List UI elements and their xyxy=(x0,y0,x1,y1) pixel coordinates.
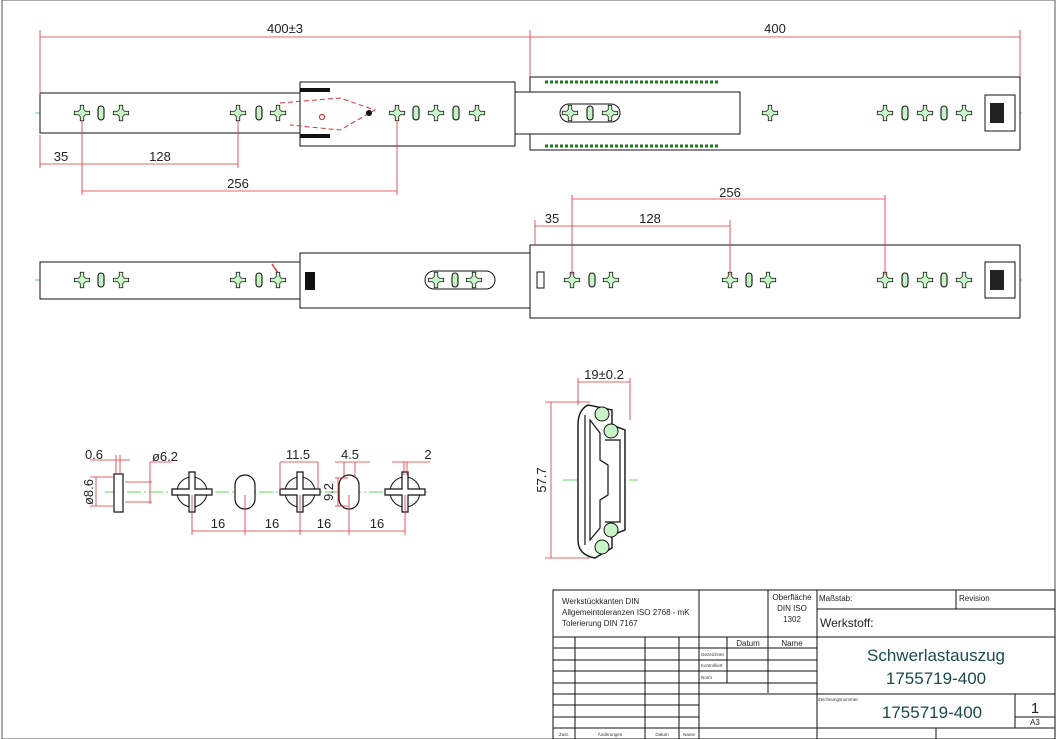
dim-400: 400 xyxy=(764,21,786,36)
slot-hole-icon xyxy=(97,105,105,121)
latch-lever-hidden xyxy=(279,97,377,131)
footer-name: Name xyxy=(683,732,696,737)
footer-changes: Änderungen xyxy=(598,731,623,737)
side-view-retracted: 35 128 256 xyxy=(35,185,1025,319)
dim-slot-width: 4.5 xyxy=(341,447,359,462)
dim-height: 57.7 xyxy=(534,467,549,492)
dim-128: 128 xyxy=(149,149,171,164)
material-label: Werkstoff: xyxy=(820,616,874,630)
revision-label: Revision xyxy=(959,594,990,603)
drawing-title-number: 1755719-400 xyxy=(886,669,986,688)
slot-hole-icon xyxy=(940,272,948,288)
sheet-number: 1 xyxy=(1031,700,1039,717)
datum-header: Datum xyxy=(736,639,760,648)
name-header: Name xyxy=(781,639,803,648)
note-tolerancing: Tolerierung DIN 7167 xyxy=(562,619,638,628)
footer-date: Datum xyxy=(655,732,669,737)
slot-hole-icon xyxy=(745,272,753,288)
dim-pitch: 16 xyxy=(211,516,225,531)
drawing-number: 1755719-400 xyxy=(882,703,982,722)
note-tolerances: Allgemeintoleranzen ISO 2768 - mK xyxy=(562,608,690,617)
slot-hole-icon xyxy=(940,105,948,121)
drawing-title: Schwerlastauszug xyxy=(867,646,1005,665)
footer-state: Zust. xyxy=(559,732,569,737)
drawing-number-label: Zeichnungsnummer: xyxy=(818,697,859,702)
slot-hole-icon xyxy=(451,272,459,288)
slot-hole-icon xyxy=(901,105,909,121)
slot-hole-icon xyxy=(412,105,420,121)
slot-hole-icon xyxy=(588,272,596,288)
dim-slot-height: 9.2 xyxy=(321,483,336,501)
dim-256: 256 xyxy=(227,176,249,191)
hole-detail: 0.6 ø6.2 ø8.6 11.5 4.5 2 9.2 16 16 16 16 xyxy=(81,447,432,535)
title-block: Werkstückkanten DIN Allgemeintoleranzen … xyxy=(552,589,1056,739)
dim-35-lower: 35 xyxy=(545,211,559,226)
section-view: 19±0.2 57.7 xyxy=(534,367,638,559)
dim-arm: 2 xyxy=(424,447,431,462)
slot-hole-icon xyxy=(901,272,909,288)
dim-128-lower: 128 xyxy=(639,211,661,226)
dim-width: 19±0.2 xyxy=(584,367,624,382)
slot-hole-icon xyxy=(97,272,105,288)
slot-hole-icon xyxy=(452,105,460,121)
surface-standard: DIN ISO xyxy=(777,604,807,613)
sheet-format: A3 xyxy=(1030,718,1040,727)
dim-cross-width: 11.5 xyxy=(286,447,310,462)
slot-hole-icon xyxy=(586,105,594,121)
dim-pitch: 16 xyxy=(370,516,384,531)
row-checked: Kontrolliert xyxy=(701,663,723,668)
dim-pitch: 16 xyxy=(317,516,331,531)
dim-washer-thickness: 0.6 xyxy=(85,447,103,462)
slot-hole-icon xyxy=(255,105,263,121)
dim-washer-inner: ø6.2 xyxy=(152,449,178,464)
row-drawn: Gezeichnet xyxy=(701,652,725,657)
note-edges: Werkstückkanten DIN xyxy=(562,597,639,606)
slot-hole-icon xyxy=(255,272,263,288)
dim-washer-outer: ø8.6 xyxy=(81,479,96,505)
surface-label: Oberfläche xyxy=(772,593,812,602)
dim-400-tolerance: 400±3 xyxy=(267,21,303,36)
washer xyxy=(113,473,124,513)
scale-label: Maßstab: xyxy=(819,594,852,603)
dim-256-lower: 256 xyxy=(719,185,741,200)
top-view: 400±3 400 35 128 256 xyxy=(35,21,1025,195)
row-norm: Norm xyxy=(701,675,712,680)
surface-number: 1302 xyxy=(783,615,801,624)
dim-pitch: 16 xyxy=(265,516,279,531)
dim-35: 35 xyxy=(54,149,68,164)
